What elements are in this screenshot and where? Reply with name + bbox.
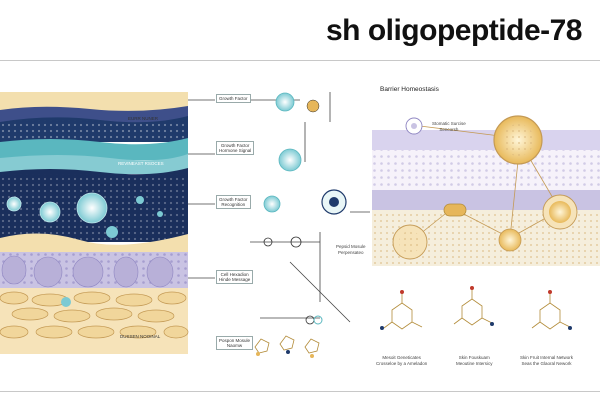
molecule-atoms — [380, 286, 572, 330]
annotation-hormone-signal: Growth Factor Hormone Signal — [216, 141, 255, 155]
barrier-heading: Barrier Homeostasis — [380, 86, 439, 93]
stomatic-label: Stomatic Surcise Sencorsh — [432, 121, 466, 132]
annotation-pepsid: Pepsid Mosule Perpensateo — [336, 244, 366, 255]
molecule-structures — [383, 289, 571, 330]
signal-flow — [188, 92, 370, 323]
page-title: sh oligopeptide-78 — [325, 14, 583, 47]
caption-2: Skin Fouskuam Meoutine Intersicy — [456, 355, 493, 366]
annotation-pospon: Pospon Mosule Naomw — [216, 336, 254, 350]
cream-cells — [0, 291, 189, 339]
annotation-cell-message: Cell Hexadion Hinde Message — [216, 270, 254, 284]
lavender-cells — [1, 255, 174, 288]
caption-1: Mesoit Geneticates Crosseloe by a Amelad… — [376, 355, 428, 366]
annotation-growth-factor: Growth Factor — [216, 94, 251, 103]
caption-3: Skin Fruit Internal Network Seas the Gla… — [520, 355, 574, 366]
layer-label-2: REVINEAST RSOCES — [118, 161, 164, 166]
diagram-illustration — [0, 92, 600, 358]
diagram-frame — [0, 60, 600, 392]
right-panel-bg — [372, 112, 600, 354]
blue-cells — [6, 192, 163, 238]
layer-label-3: DUSSEN NOOINAL — [120, 334, 161, 339]
right-cells — [392, 115, 578, 260]
annotation-recognition: Growth Factor Recognition — [216, 195, 251, 209]
layer-label-1: EURR NUNER — [128, 116, 159, 121]
molecule-clusters — [254, 92, 347, 358]
